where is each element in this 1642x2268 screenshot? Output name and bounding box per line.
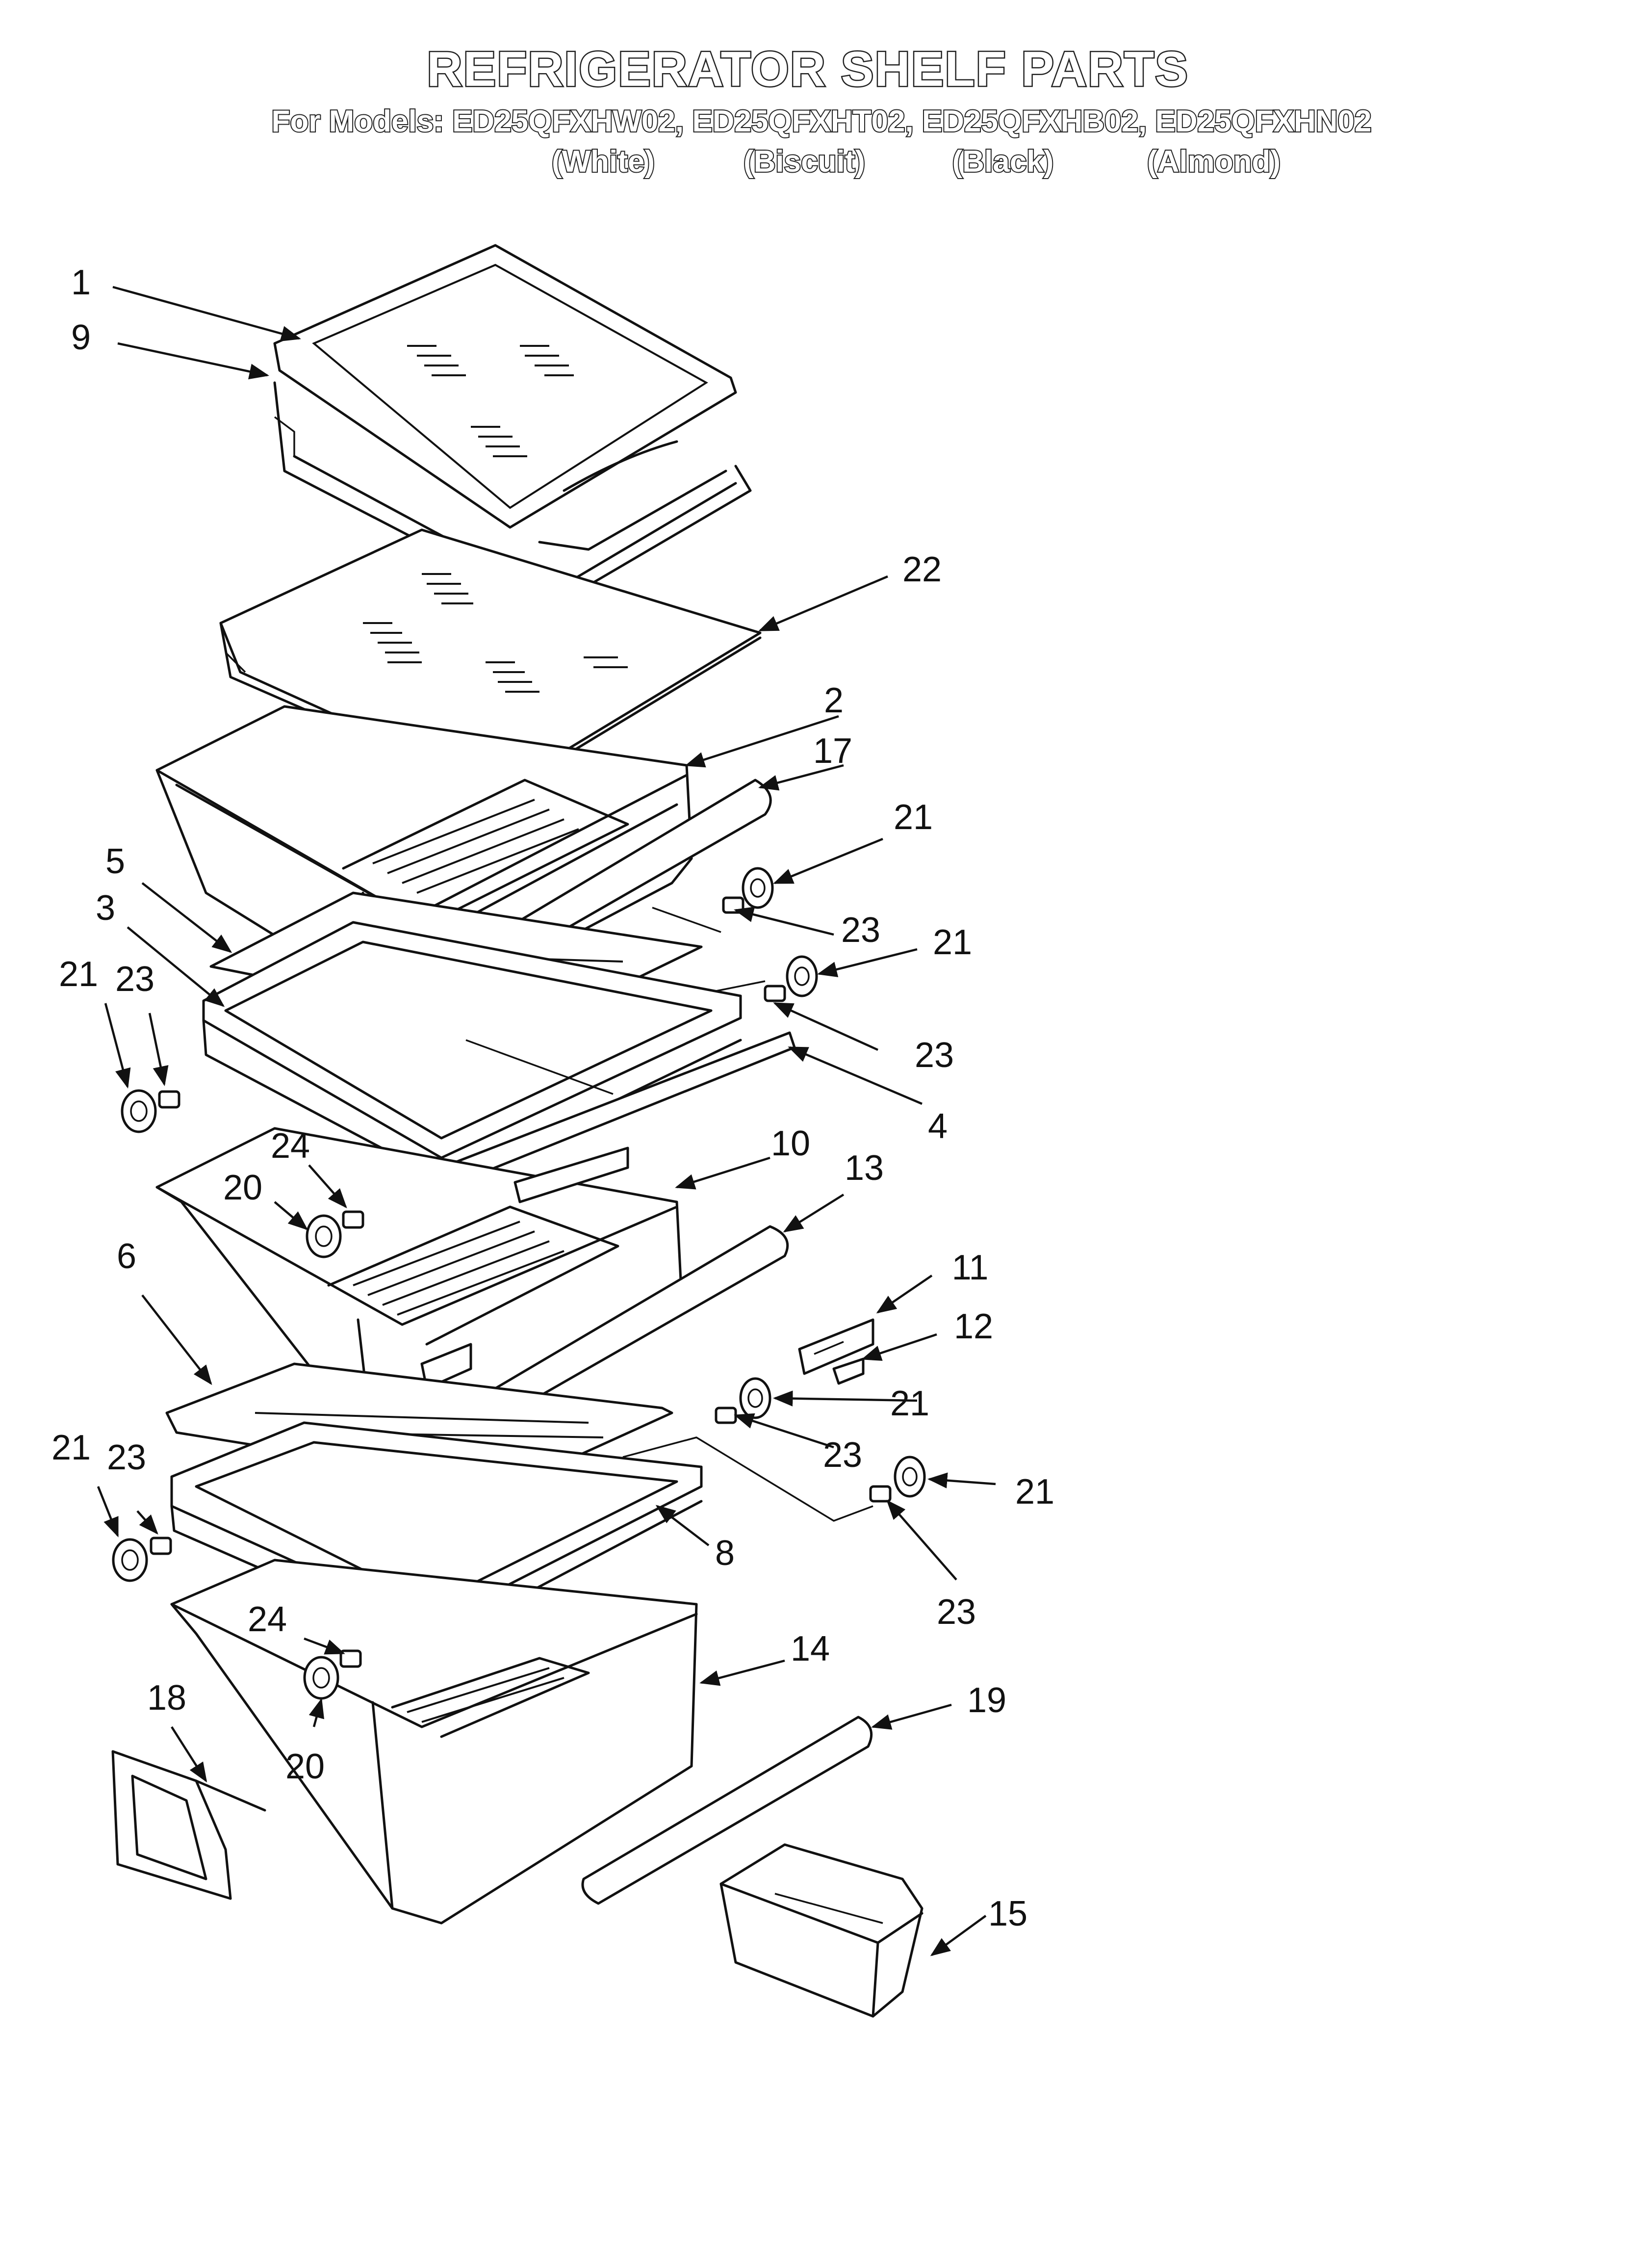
callout-23d: 23 bbox=[823, 1435, 862, 1475]
callout-1: 1 bbox=[71, 263, 91, 302]
callout-4: 4 bbox=[928, 1107, 948, 1146]
callout-14: 14 bbox=[791, 1629, 830, 1668]
roller-21-lower-right-b bbox=[894, 1456, 926, 1498]
callout-2: 2 bbox=[824, 681, 844, 720]
callout-21b: 21 bbox=[933, 923, 972, 962]
color-black: (Black) bbox=[952, 145, 1054, 179]
axle-23-lower-right-a bbox=[715, 1407, 737, 1424]
callout-13: 13 bbox=[845, 1148, 884, 1188]
part-1-glass-shelf bbox=[273, 244, 737, 529]
callout-10: 10 bbox=[771, 1124, 810, 1163]
callout-23a: 23 bbox=[841, 911, 880, 950]
rail-lower-right bbox=[622, 1436, 873, 1522]
axle-23-upper-left bbox=[158, 1090, 180, 1109]
axle-24-middle bbox=[342, 1210, 364, 1229]
callout-11: 11 bbox=[952, 1248, 989, 1287]
callout-22: 22 bbox=[902, 550, 942, 589]
axle-24-bottom bbox=[339, 1649, 362, 1668]
callout-21e: 21 bbox=[1015, 1472, 1054, 1512]
rail-upper-right bbox=[652, 907, 766, 992]
part-12-clip bbox=[832, 1357, 865, 1385]
part-8-crisper-cover-frame bbox=[170, 1421, 703, 1645]
part-18-label bbox=[111, 1750, 266, 1900]
callout-19: 19 bbox=[967, 1681, 1006, 1720]
roller-20-bottom bbox=[303, 1656, 339, 1700]
callout-23b: 23 bbox=[915, 1036, 954, 1075]
part-10-handle-bracket bbox=[513, 1147, 629, 1203]
models-line: For Models: ED25QFXHW02, ED25QFXHT02, ED… bbox=[272, 104, 1372, 138]
color-white: (White) bbox=[552, 145, 655, 179]
callout-20b: 20 bbox=[285, 1747, 325, 1786]
color-biscuit: (Biscuit) bbox=[744, 145, 865, 179]
callout-21c: 21 bbox=[59, 955, 98, 994]
roller-21-upper-left bbox=[121, 1089, 157, 1133]
roller-21-upper-right-a bbox=[742, 867, 774, 909]
part-15-door-bin bbox=[719, 1843, 924, 2018]
roller-21-upper-right-b bbox=[786, 955, 818, 997]
roller-21-lower-left bbox=[112, 1538, 148, 1582]
callout-24a: 24 bbox=[271, 1126, 310, 1166]
callout-21f: 21 bbox=[51, 1428, 91, 1467]
callout-17: 17 bbox=[813, 731, 852, 771]
part-22-glass-shelf bbox=[219, 528, 762, 796]
callout-21d: 21 bbox=[890, 1384, 929, 1423]
callout-23f: 23 bbox=[107, 1438, 146, 1477]
callout-6: 6 bbox=[117, 1237, 136, 1276]
callout-20a: 20 bbox=[223, 1168, 262, 1207]
diagram-title: REFRIGERATOR SHELF PARTS bbox=[427, 42, 1189, 97]
callout-12: 12 bbox=[954, 1307, 993, 1346]
callout-24b: 24 bbox=[248, 1600, 287, 1639]
axle-23-lower-left bbox=[150, 1537, 172, 1555]
axle-23-lower-right-b bbox=[869, 1485, 892, 1503]
roller-21-lower-right-a bbox=[739, 1377, 771, 1419]
callout-5: 5 bbox=[105, 842, 125, 881]
callout-8: 8 bbox=[715, 1534, 735, 1573]
callout-23c: 23 bbox=[115, 960, 154, 999]
part-11-bracket bbox=[798, 1318, 874, 1375]
leader-lines bbox=[97, 286, 996, 1956]
callout-3: 3 bbox=[96, 888, 115, 928]
callout-9: 9 bbox=[71, 318, 91, 357]
axle-23-upper-right-b bbox=[764, 985, 786, 1002]
roller-20-middle bbox=[306, 1214, 342, 1258]
part-19-pan-handle bbox=[581, 1716, 873, 1905]
callout-15: 15 bbox=[988, 1894, 1027, 1933]
callout-23e: 23 bbox=[937, 1592, 976, 1632]
part-14-bottom-pan bbox=[170, 1559, 698, 1925]
callout-21a: 21 bbox=[894, 798, 933, 837]
callout-18: 18 bbox=[147, 1678, 186, 1718]
color-almond: (Almond) bbox=[1147, 145, 1281, 179]
